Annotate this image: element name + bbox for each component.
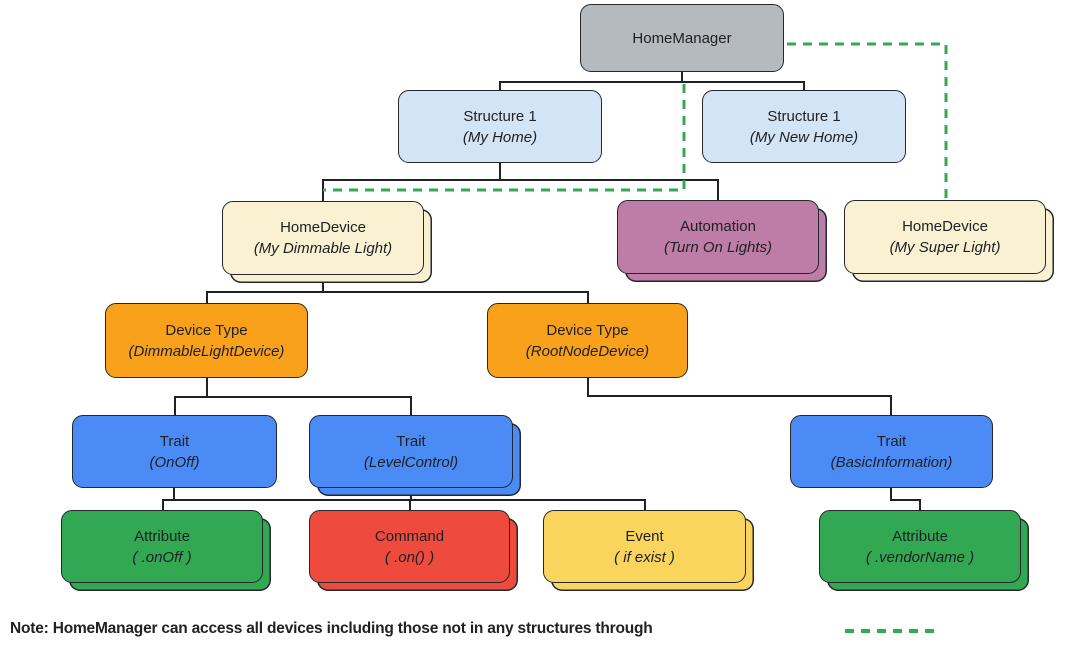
node-title: Trait — [396, 432, 426, 450]
node-subtitle: (RootNodeDevice) — [525, 342, 650, 360]
node-automation-turn-on-lights: Automation (Turn On Lights) — [617, 200, 819, 274]
dashed-link-homemanager-dimmable — [323, 84, 686, 192]
node-title: Command — [374, 527, 445, 545]
node-subtitle: (My Super Light) — [889, 239, 1001, 256]
node-devicetype-rootnodedevice: Device Type (RootNodeDevice) — [487, 303, 688, 378]
node-command-on: Command ( .on() ) — [309, 510, 510, 583]
node-subtitle: (My Home) — [462, 128, 538, 146]
node-subtitle: (LevelControl) — [363, 453, 459, 471]
node-attribute-vendorname: Attribute ( .vendorName ) — [819, 510, 1021, 583]
node-title: HomeManager — [632, 29, 732, 47]
node-home-manager: HomeManager — [580, 4, 784, 72]
connector-structures-rail — [499, 81, 805, 90]
dashed-line-legend — [845, 629, 938, 633]
node-devicetype-dimmablelightdevice: Device Type (DimmableLightDevice) — [105, 303, 308, 378]
node-homedevice-dimmable-light: HomeDevice (My Dimmable Light) — [222, 201, 424, 275]
node-subtitle: (BasicInformation) — [830, 453, 953, 471]
node-attribute-onoff: Attribute ( .onOff ) — [61, 510, 263, 583]
node-subtitle: (Turn On Lights) — [663, 239, 773, 256]
node-trait-levelcontrol: Trait (LevelControl) — [309, 415, 513, 488]
node-subtitle: ( .on() ) — [384, 548, 435, 566]
node-title: Trait — [876, 432, 907, 450]
node-title: Device Type — [165, 321, 248, 339]
node-title: Event — [625, 527, 664, 545]
connector-devicetypes-rail — [206, 291, 589, 303]
node-title: Structure 1 — [767, 107, 841, 125]
node-subtitle: ( if exist ) — [614, 548, 675, 566]
connector-rootnode-basicinfo — [587, 378, 892, 415]
node-subtitle: ( .onOff ) — [132, 548, 192, 566]
node-trait-basicinformation: Trait (BasicInformation) — [790, 415, 993, 488]
node-trait-onoff: Trait (OnOff) — [72, 415, 277, 488]
node-structure-my-home: Structure 1 (My Home) — [398, 90, 602, 163]
node-title: HomeDevice — [902, 218, 988, 235]
node-title: Device Type — [546, 321, 629, 339]
node-subtitle: (My New Home) — [749, 128, 859, 146]
node-event-if-exist: Event ( if exist ) — [543, 510, 746, 583]
node-structure-my-new-home: Structure 1 (My New Home) — [702, 90, 906, 163]
node-subtitle: (My Dimmable Light) — [253, 240, 393, 257]
node-subtitle: (OnOff) — [149, 453, 200, 471]
connector-traits-rail — [174, 396, 412, 415]
node-subtitle: (DimmableLightDevice) — [128, 342, 285, 360]
node-title: Automation — [680, 218, 756, 235]
node-title: Trait — [159, 432, 190, 450]
connector-leaves-rail — [162, 499, 646, 510]
connector-basicinfo-vendorname — [890, 488, 921, 510]
dashed-link-homemanager-superlight — [787, 42, 948, 198]
node-homedevice-super-light: HomeDevice (My Super Light) — [844, 200, 1046, 274]
node-title: Attribute — [134, 527, 190, 545]
node-title: Attribute — [892, 527, 948, 545]
footer-note: Note: HomeManager can access all devices… — [10, 620, 653, 637]
node-title: Structure 1 — [463, 107, 537, 125]
node-title: HomeDevice — [280, 219, 366, 236]
node-subtitle: ( .vendorName ) — [865, 548, 975, 566]
